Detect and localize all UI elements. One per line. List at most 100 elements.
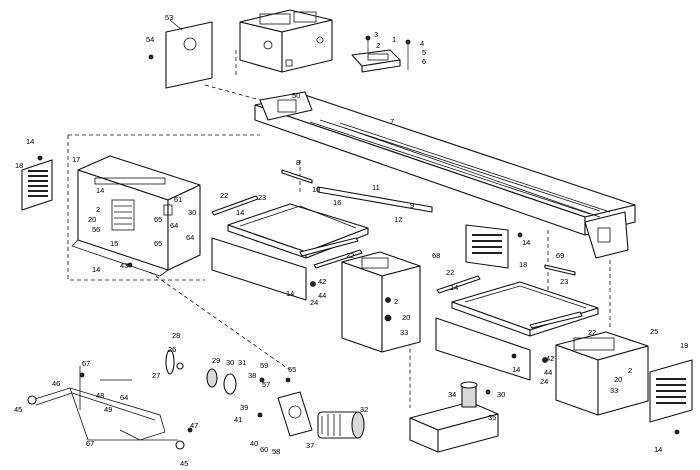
callout-label-44: 44 — [318, 291, 326, 300]
callout-label-55: 55 — [288, 365, 296, 374]
callout-label-5: 5 — [422, 48, 426, 57]
callout-label-14: 14 — [522, 238, 530, 247]
callout-label-28: 28 — [172, 331, 180, 340]
callout-label-39: 39 — [240, 403, 248, 412]
callout-label-4: 4 — [420, 39, 424, 48]
callout-label-59: 59 — [260, 361, 268, 370]
headstock-block — [239, 9, 333, 73]
callout-label-14: 14 — [512, 365, 520, 374]
callout-label-18: 18 — [15, 161, 23, 170]
callout-label-30: 30 — [497, 390, 505, 399]
part-18-vent-panel-left — [21, 159, 53, 211]
callout-label-53: 53 — [165, 13, 173, 22]
callout-label-34: 34 — [448, 390, 456, 399]
callout-label-64: 64 — [186, 233, 194, 242]
callout-label-20: 20 — [88, 215, 96, 224]
back-panel-right — [435, 317, 531, 381]
callout-label-22: 22 — [588, 328, 596, 337]
callout-label-11: 11 — [372, 183, 380, 192]
part-19-vent-panel — [649, 359, 693, 423]
callout-label-35: 35 — [488, 413, 496, 422]
callout-label-41: 41 — [234, 415, 242, 424]
part-35-coolant-tank — [409, 401, 499, 453]
callout-label-42: 42 — [318, 277, 326, 286]
callout-label-12: 12 — [394, 215, 402, 224]
callout-label-33: 33 — [400, 328, 408, 337]
callout-label-14: 14 — [26, 137, 34, 146]
fasteners — [37, 155, 680, 435]
callout-label-45: 45 — [180, 459, 188, 468]
callout-label-33: 33 — [610, 386, 618, 395]
part-17-motor-cabinet — [71, 155, 201, 277]
callout-label-20: 20 — [614, 375, 622, 384]
callout-label-26: 26 — [168, 345, 176, 354]
part-25-right-stand — [555, 331, 649, 416]
callout-label-58: 58 — [272, 447, 280, 456]
callout-label-45: 45 — [14, 405, 22, 414]
callout-label-24: 24 — [540, 377, 548, 386]
part-49-lever-assembly — [27, 366, 185, 450]
callout-label-14: 14 — [96, 186, 104, 195]
callout-label-69: 69 — [556, 251, 564, 260]
callout-label-43: 43 — [120, 261, 128, 270]
callout-label-23: 23 — [560, 277, 568, 286]
callout-label-49: 49 — [104, 405, 112, 414]
callout-label-14: 14 — [92, 265, 100, 274]
callout-label-22: 22 — [220, 191, 228, 200]
callout-label-38: 38 — [248, 371, 256, 380]
drive-pulleys — [165, 349, 237, 395]
callout-label-61: 61 — [174, 195, 182, 204]
callout-label-18: 18 — [519, 260, 527, 269]
callout-label-3: 3 — [374, 30, 378, 39]
callout-label-64: 64 — [170, 221, 178, 230]
callout-label-48: 48 — [96, 391, 104, 400]
callout-label-64: 64 — [120, 393, 128, 402]
part-37-motor-plate — [277, 391, 313, 437]
part-34-coolant-pump — [460, 381, 478, 408]
part-23-chip-tray-right — [451, 281, 599, 337]
callout-label-54: 54 — [146, 35, 154, 44]
callout-label-7: 7 — [390, 117, 394, 126]
callout-label-23: 23 — [258, 193, 266, 202]
callout-label-22: 22 — [346, 251, 354, 260]
callout-label-68: 68 — [432, 251, 440, 260]
callout-label-14: 14 — [654, 445, 662, 454]
callout-label-67: 67 — [86, 439, 94, 448]
callout-label-50: 50 — [292, 91, 300, 100]
callout-label-9: 9 — [410, 201, 414, 210]
callout-label-65: 65 — [154, 215, 162, 224]
callout-label-57: 57 — [262, 380, 270, 389]
callout-label-56: 56 — [92, 225, 100, 234]
callout-label-16: 16 — [333, 198, 341, 207]
callout-label-29: 29 — [212, 356, 220, 365]
callout-label-30: 30 — [226, 358, 234, 367]
callout-label-20: 20 — [402, 313, 410, 322]
callout-label-6: 6 — [422, 57, 426, 66]
part-32-motor — [317, 411, 365, 439]
callout-label-46: 46 — [52, 379, 60, 388]
callout-label-19: 19 — [680, 341, 688, 350]
part-18-vent-panel-right — [465, 224, 509, 269]
callout-label-65: 65 — [154, 239, 162, 248]
callout-label-2: 2 — [96, 205, 100, 214]
callout-label-14: 14 — [236, 208, 244, 217]
callout-label-2: 2 — [628, 366, 632, 375]
rods-and-strips — [211, 169, 583, 329]
callout-label-47: 47 — [190, 421, 198, 430]
back-panel-left — [211, 237, 307, 301]
callout-label-32: 32 — [360, 405, 368, 414]
callout-label-1: 1 — [392, 35, 396, 44]
callout-label-14: 14 — [286, 289, 294, 298]
callout-label-2: 2 — [376, 41, 380, 50]
callout-label-30: 30 — [188, 208, 196, 217]
callout-label-17: 17 — [72, 155, 80, 164]
callout-label-42: 42 — [546, 354, 554, 363]
callout-label-40: 40 — [250, 439, 258, 448]
callout-label-10: 10 — [312, 185, 320, 194]
callout-label-60: 60 — [260, 445, 268, 454]
callout-label-15: 15 — [110, 239, 118, 248]
callout-label-44: 44 — [544, 368, 552, 377]
callout-label-31: 31 — [238, 358, 246, 367]
